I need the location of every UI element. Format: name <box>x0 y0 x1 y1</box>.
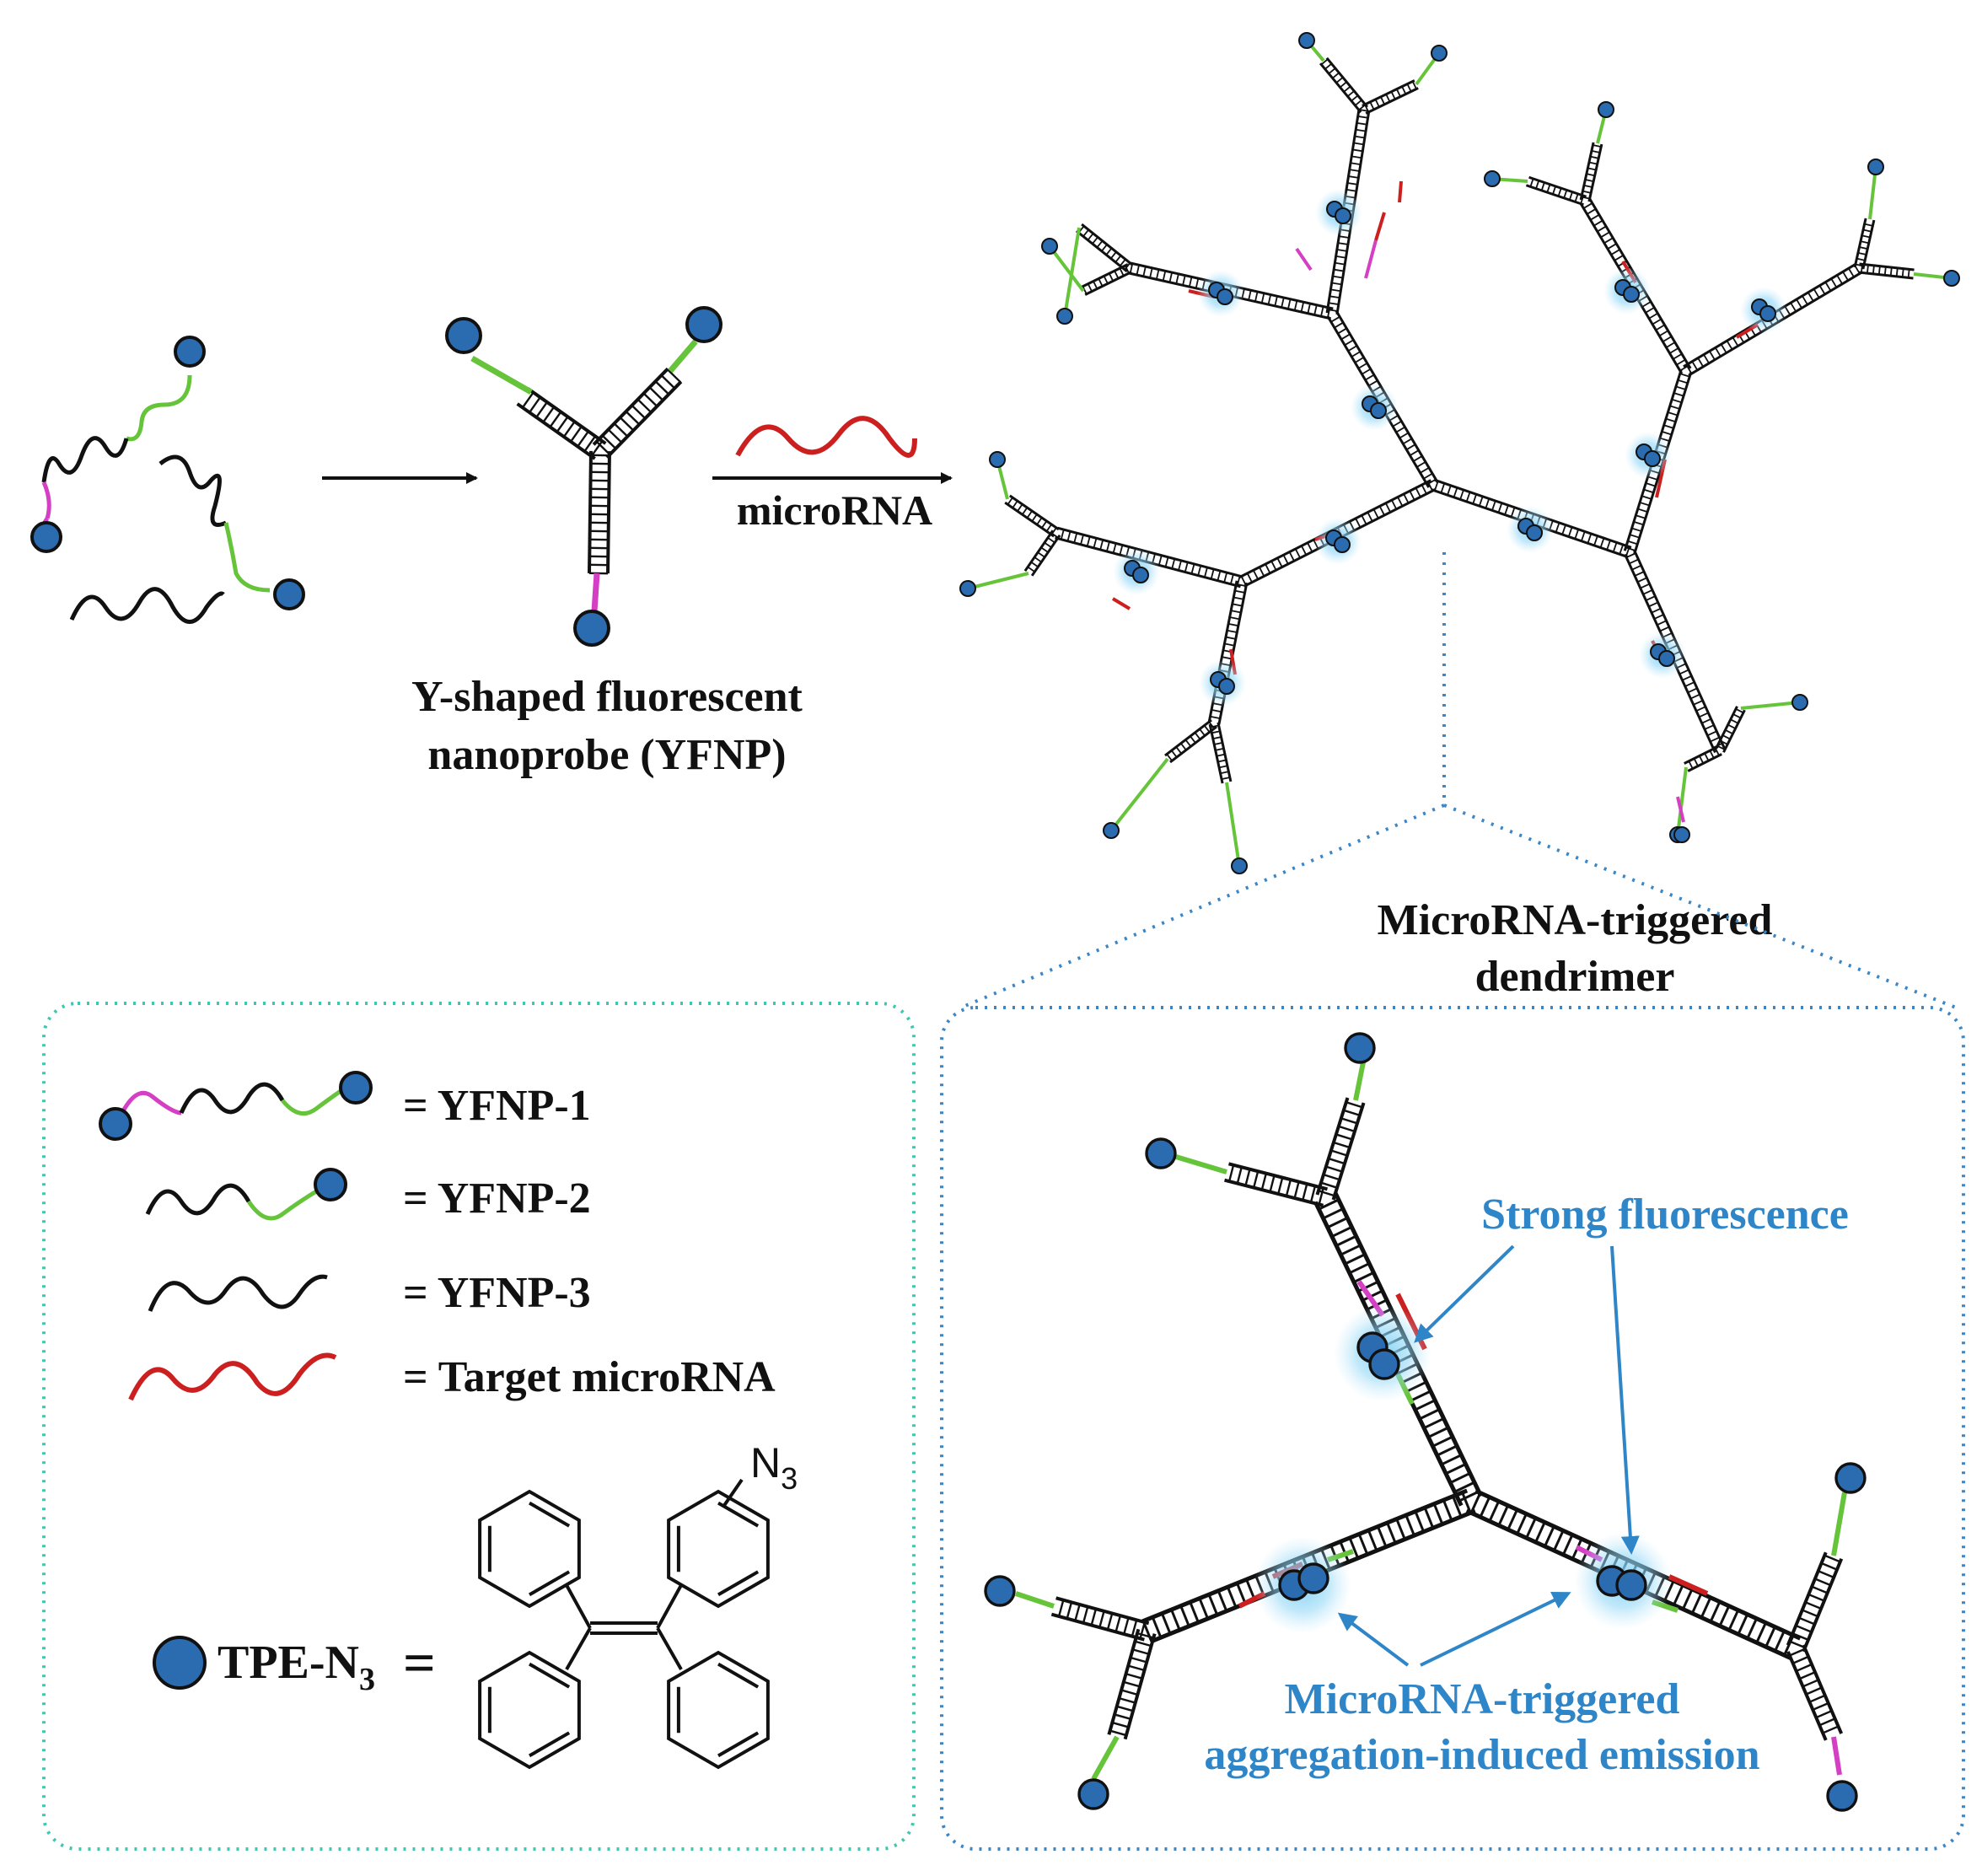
tpe-structure <box>478 1478 770 1770</box>
dye-dot <box>1344 1032 1376 1064</box>
legend-yfnp-1-label: = YFNP-1 <box>403 1082 591 1130</box>
dye-dot <box>1103 822 1120 839</box>
dye-dot <box>1231 857 1248 874</box>
zoomed-dendrimer-unit <box>984 1032 1867 1812</box>
legend-target-mirna-symbol <box>128 1352 337 1401</box>
aie-label-line2: aggregation-induced emission <box>1204 1731 1759 1779</box>
dye-dot <box>1826 1780 1858 1812</box>
dye-dot <box>1056 308 1073 325</box>
legend-box <box>42 1002 916 1851</box>
dye-dot <box>1484 170 1501 187</box>
dye-dot <box>1218 678 1235 695</box>
benzene-ring <box>478 1489 581 1609</box>
dye-dot <box>1834 1462 1867 1494</box>
dye-dot <box>1867 159 1884 175</box>
strand-yfnp-1 <box>30 336 206 553</box>
annotation-arrow <box>1610 1245 1640 1555</box>
microrna-wave-icon <box>735 416 917 458</box>
annotation-arrow <box>1337 1612 1410 1667</box>
arrow-label: microRNA <box>737 486 932 534</box>
dye-dot <box>1041 238 1058 255</box>
dye-dot <box>1615 1569 1647 1601</box>
dye-dot <box>685 306 722 343</box>
dye-dot <box>1673 826 1690 843</box>
strong-fluorescence-label: Strong fluorescence <box>1481 1191 1849 1239</box>
dye-dot <box>30 521 62 553</box>
azide-label: N3 <box>750 1439 798 1496</box>
dendrimer <box>959 32 1960 874</box>
zoom-guides <box>960 552 1957 1009</box>
dye-dot <box>1335 207 1351 224</box>
dye-dot <box>1132 567 1149 583</box>
strand-yfnp-2 <box>158 454 305 610</box>
dendrimer-title-line2: dendrimer <box>1475 953 1675 1001</box>
dye-dot <box>1623 286 1640 303</box>
tpe-label: TPE-N3 <box>218 1637 375 1697</box>
strand-yfnp-3 <box>69 587 225 624</box>
aie-label-line1: MicroRNA-triggered <box>1285 1675 1680 1723</box>
dye-dot <box>573 610 610 647</box>
dye-dot <box>1145 1137 1177 1169</box>
yfnp-duplex-arms <box>516 367 683 575</box>
tpe-equals: = <box>403 1631 436 1695</box>
dye-dot <box>1598 101 1614 118</box>
legend-yfnp-2-symbol <box>145 1168 347 1221</box>
legend-target-mirna-label: = Target microRNA <box>403 1353 776 1401</box>
dye-dot <box>445 317 482 354</box>
dendrimer-title-line1: MicroRNA-triggered <box>1378 896 1773 944</box>
dye-dot <box>1077 1778 1109 1810</box>
dye-dot <box>1943 270 1960 287</box>
legend-yfnp-1-symbol <box>99 1071 373 1141</box>
yfnp-probe <box>445 306 722 647</box>
free-strands <box>30 336 305 624</box>
benzene-ring <box>667 1650 770 1770</box>
yfnp-title-line2: nanoprobe (YFNP) <box>427 731 786 779</box>
dye-dot <box>959 580 976 597</box>
annotation-arrow <box>1414 1244 1515 1343</box>
dye-dot <box>984 1575 1016 1607</box>
dye-dot <box>1526 524 1543 541</box>
legend-yfnp-2-label: = YFNP-2 <box>403 1175 591 1223</box>
zoom-box <box>940 1006 1965 1851</box>
dye-dot <box>1298 32 1315 49</box>
dye-dot <box>989 451 1006 468</box>
benzene-ring <box>478 1650 581 1770</box>
benzene-ring <box>667 1489 770 1609</box>
dye-dot <box>1217 288 1233 305</box>
tpe-dye-icon <box>153 1636 207 1690</box>
dye-dot <box>1370 402 1387 419</box>
dye-dot <box>1791 694 1808 711</box>
dye-dot <box>1644 450 1661 467</box>
dye-dot <box>1297 1562 1329 1594</box>
dye-dot <box>273 578 305 610</box>
dye-dot <box>174 336 206 368</box>
dye-dot <box>1368 1348 1400 1380</box>
yfnp-title-line1: Y-shaped fluorescent <box>411 673 803 721</box>
legend-yfnp-3-label: = YFNP-3 <box>403 1269 591 1317</box>
legend-yfnp-3-symbol <box>148 1274 328 1312</box>
dye-dot <box>1431 45 1448 62</box>
annotation-arrow <box>1420 1591 1571 1667</box>
dye-dot <box>1759 305 1776 322</box>
dye-dot <box>1334 536 1351 553</box>
dye-dot <box>1658 650 1675 667</box>
